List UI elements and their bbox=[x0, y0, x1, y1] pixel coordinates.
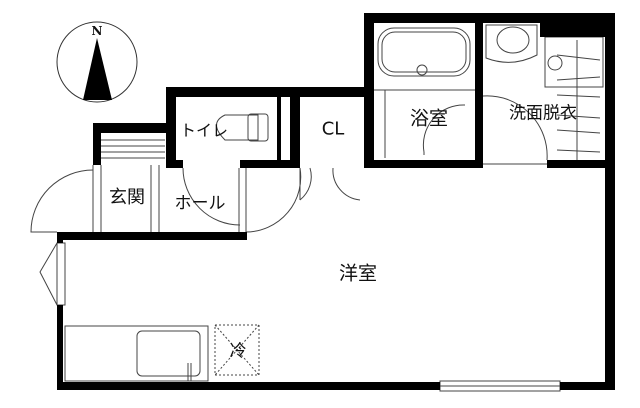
hall-door-swing bbox=[245, 167, 302, 233]
room-label-toilet: トイレ bbox=[179, 121, 229, 140]
toilet-door-swing bbox=[182, 167, 241, 226]
window-west bbox=[56, 242, 66, 306]
bathtub bbox=[377, 27, 471, 77]
compass-north-label: N bbox=[91, 24, 103, 38]
bath-door-swing bbox=[422, 104, 466, 155]
closet-door-swing bbox=[299, 167, 361, 201]
wash-door-swing bbox=[482, 95, 548, 161]
step-lines bbox=[100, 139, 165, 159]
room-label-closet: CL bbox=[321, 118, 345, 140]
wash-basin bbox=[485, 24, 538, 63]
sink bbox=[136, 330, 201, 377]
walls bbox=[57, 13, 615, 390]
room-label-hall: ホール bbox=[174, 193, 226, 214]
room-label-western-room: 洋室 bbox=[338, 262, 378, 285]
room-label-washroom: 洗面脱衣 bbox=[509, 103, 577, 124]
compass-icon bbox=[56, 21, 138, 103]
fridge-label: 冷 bbox=[229, 341, 247, 362]
toilet-bowl bbox=[216, 114, 259, 141]
fridge-space bbox=[214, 324, 260, 376]
room-label-genkan: 玄関 bbox=[109, 187, 145, 208]
room-label-bathroom: 浴室 bbox=[409, 107, 449, 130]
kitchen-counter bbox=[64, 325, 209, 382]
entrance-door-swing bbox=[30, 169, 94, 233]
